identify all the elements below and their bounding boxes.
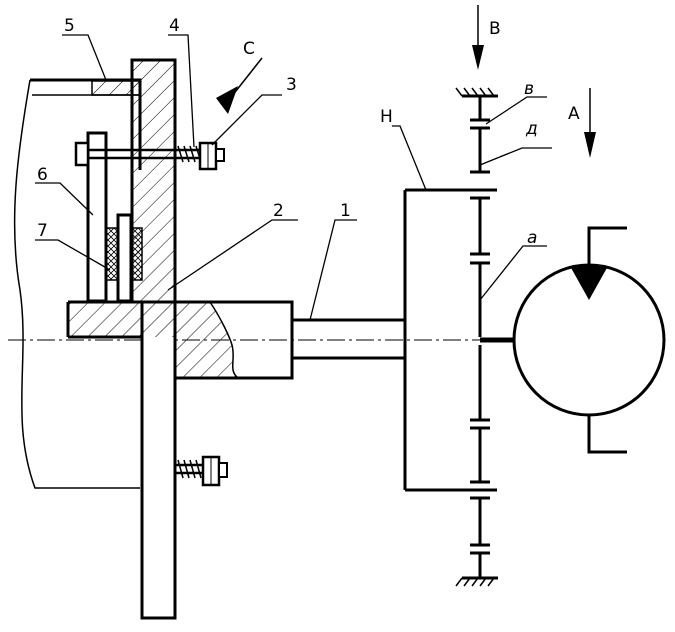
label-part-1: 1 (340, 201, 351, 221)
label-gear-a: a (527, 228, 537, 248)
motor-port-top (587, 226, 627, 265)
gear-train (455, 87, 498, 587)
label-carrier-H: H (380, 107, 393, 127)
label-part-7: 7 (37, 221, 48, 241)
label-gear-d: д (525, 119, 538, 139)
label-view-A: A (568, 104, 580, 124)
label-part-5: 5 (64, 16, 75, 36)
label-view-B: B (489, 19, 501, 39)
carrier-H (403, 188, 497, 492)
view-arrow-C (216, 57, 263, 114)
label-part-3: 3 (286, 75, 297, 95)
label-view-C: C (243, 39, 255, 59)
hub (66, 300, 294, 380)
part-1-shaft (292, 318, 405, 360)
part-7-friction-disc (105, 213, 143, 303)
part-2-flange (130, 58, 177, 304)
label-part-4: 4 (169, 16, 180, 36)
view-arrow-A (584, 88, 596, 158)
part-2-lower-flange (140, 300, 177, 620)
upper-bolt (74, 141, 225, 171)
motor-port-bottom (587, 415, 627, 454)
leader-lines (35, 34, 552, 321)
label-part-2: 2 (273, 201, 284, 221)
label-part-6: 6 (37, 165, 48, 185)
view-arrow-B (472, 5, 484, 70)
motor-triangle-icon (570, 266, 608, 300)
lower-bolt (175, 455, 228, 487)
label-gear-b: в (524, 79, 534, 99)
